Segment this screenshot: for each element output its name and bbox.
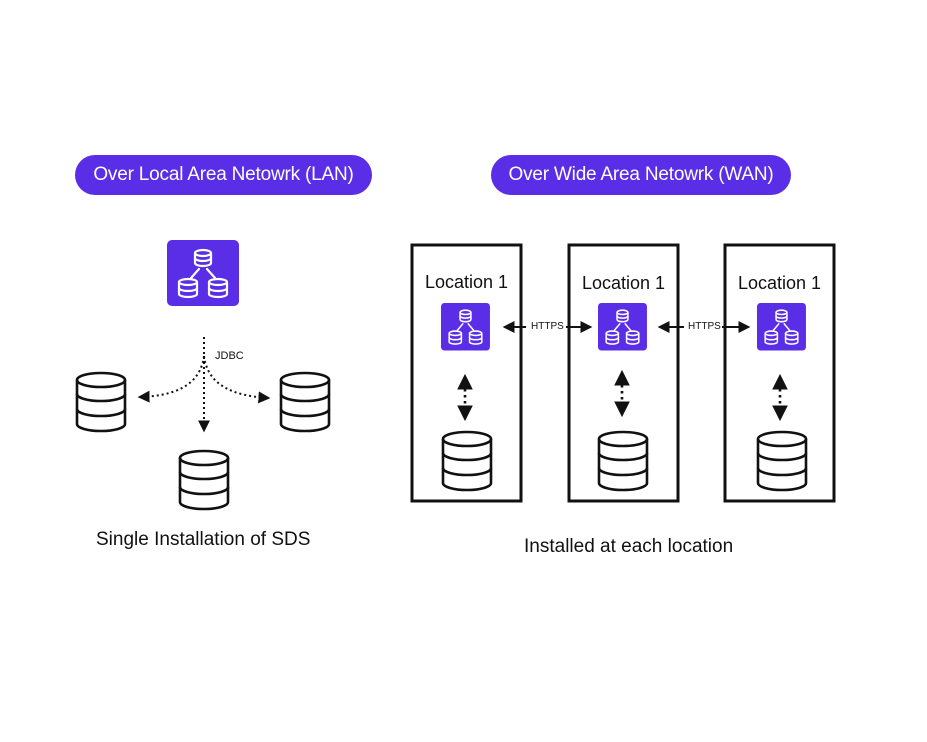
lan-caption: Single Installation of SDS bbox=[96, 529, 311, 550]
lan-database-icon-bottom bbox=[178, 449, 230, 511]
lan-sds-icon bbox=[165, 238, 241, 308]
wan-database-icon-3 bbox=[756, 430, 808, 492]
lan-title: Over Local Area Netowrk (LAN) bbox=[93, 164, 354, 185]
location-label-2: Location 1 bbox=[581, 273, 666, 293]
location-label-1: Location 1 bbox=[424, 272, 509, 292]
wan-title: Over Wide Area Netowrk (WAN) bbox=[508, 164, 774, 185]
wan-sds-icon-2 bbox=[597, 302, 648, 352]
jdbc-arrow-left bbox=[137, 355, 205, 403]
location-box-1 bbox=[410, 243, 523, 503]
wan-database-icon-1 bbox=[441, 430, 493, 492]
wan-title-pill: Over Wide Area Netowrk (WAN) bbox=[491, 155, 791, 195]
location-box-2 bbox=[567, 243, 680, 503]
jdbc-arrow-right bbox=[203, 355, 271, 404]
wan-caption: Installed at each location bbox=[524, 536, 734, 557]
lan-jdbc-connectors bbox=[137, 337, 271, 433]
wan-database-icon-2 bbox=[597, 430, 649, 492]
lan-database-icon-right bbox=[279, 371, 331, 433]
lan-database-icon-left bbox=[75, 371, 127, 433]
local-db-links bbox=[457, 369, 788, 422]
https-label-1: HTTPS bbox=[531, 321, 564, 332]
lan-title-pill: Over Local Area Netowrk (LAN) bbox=[75, 155, 372, 195]
location-box-3 bbox=[723, 243, 836, 503]
https-label-2: HTTPS bbox=[688, 321, 721, 332]
wan-sds-icon-3 bbox=[756, 302, 807, 352]
location-label-3: Location 1 bbox=[737, 273, 822, 293]
jdbc-label: JDBC bbox=[215, 350, 244, 362]
wan-sds-icon-1 bbox=[440, 302, 491, 352]
